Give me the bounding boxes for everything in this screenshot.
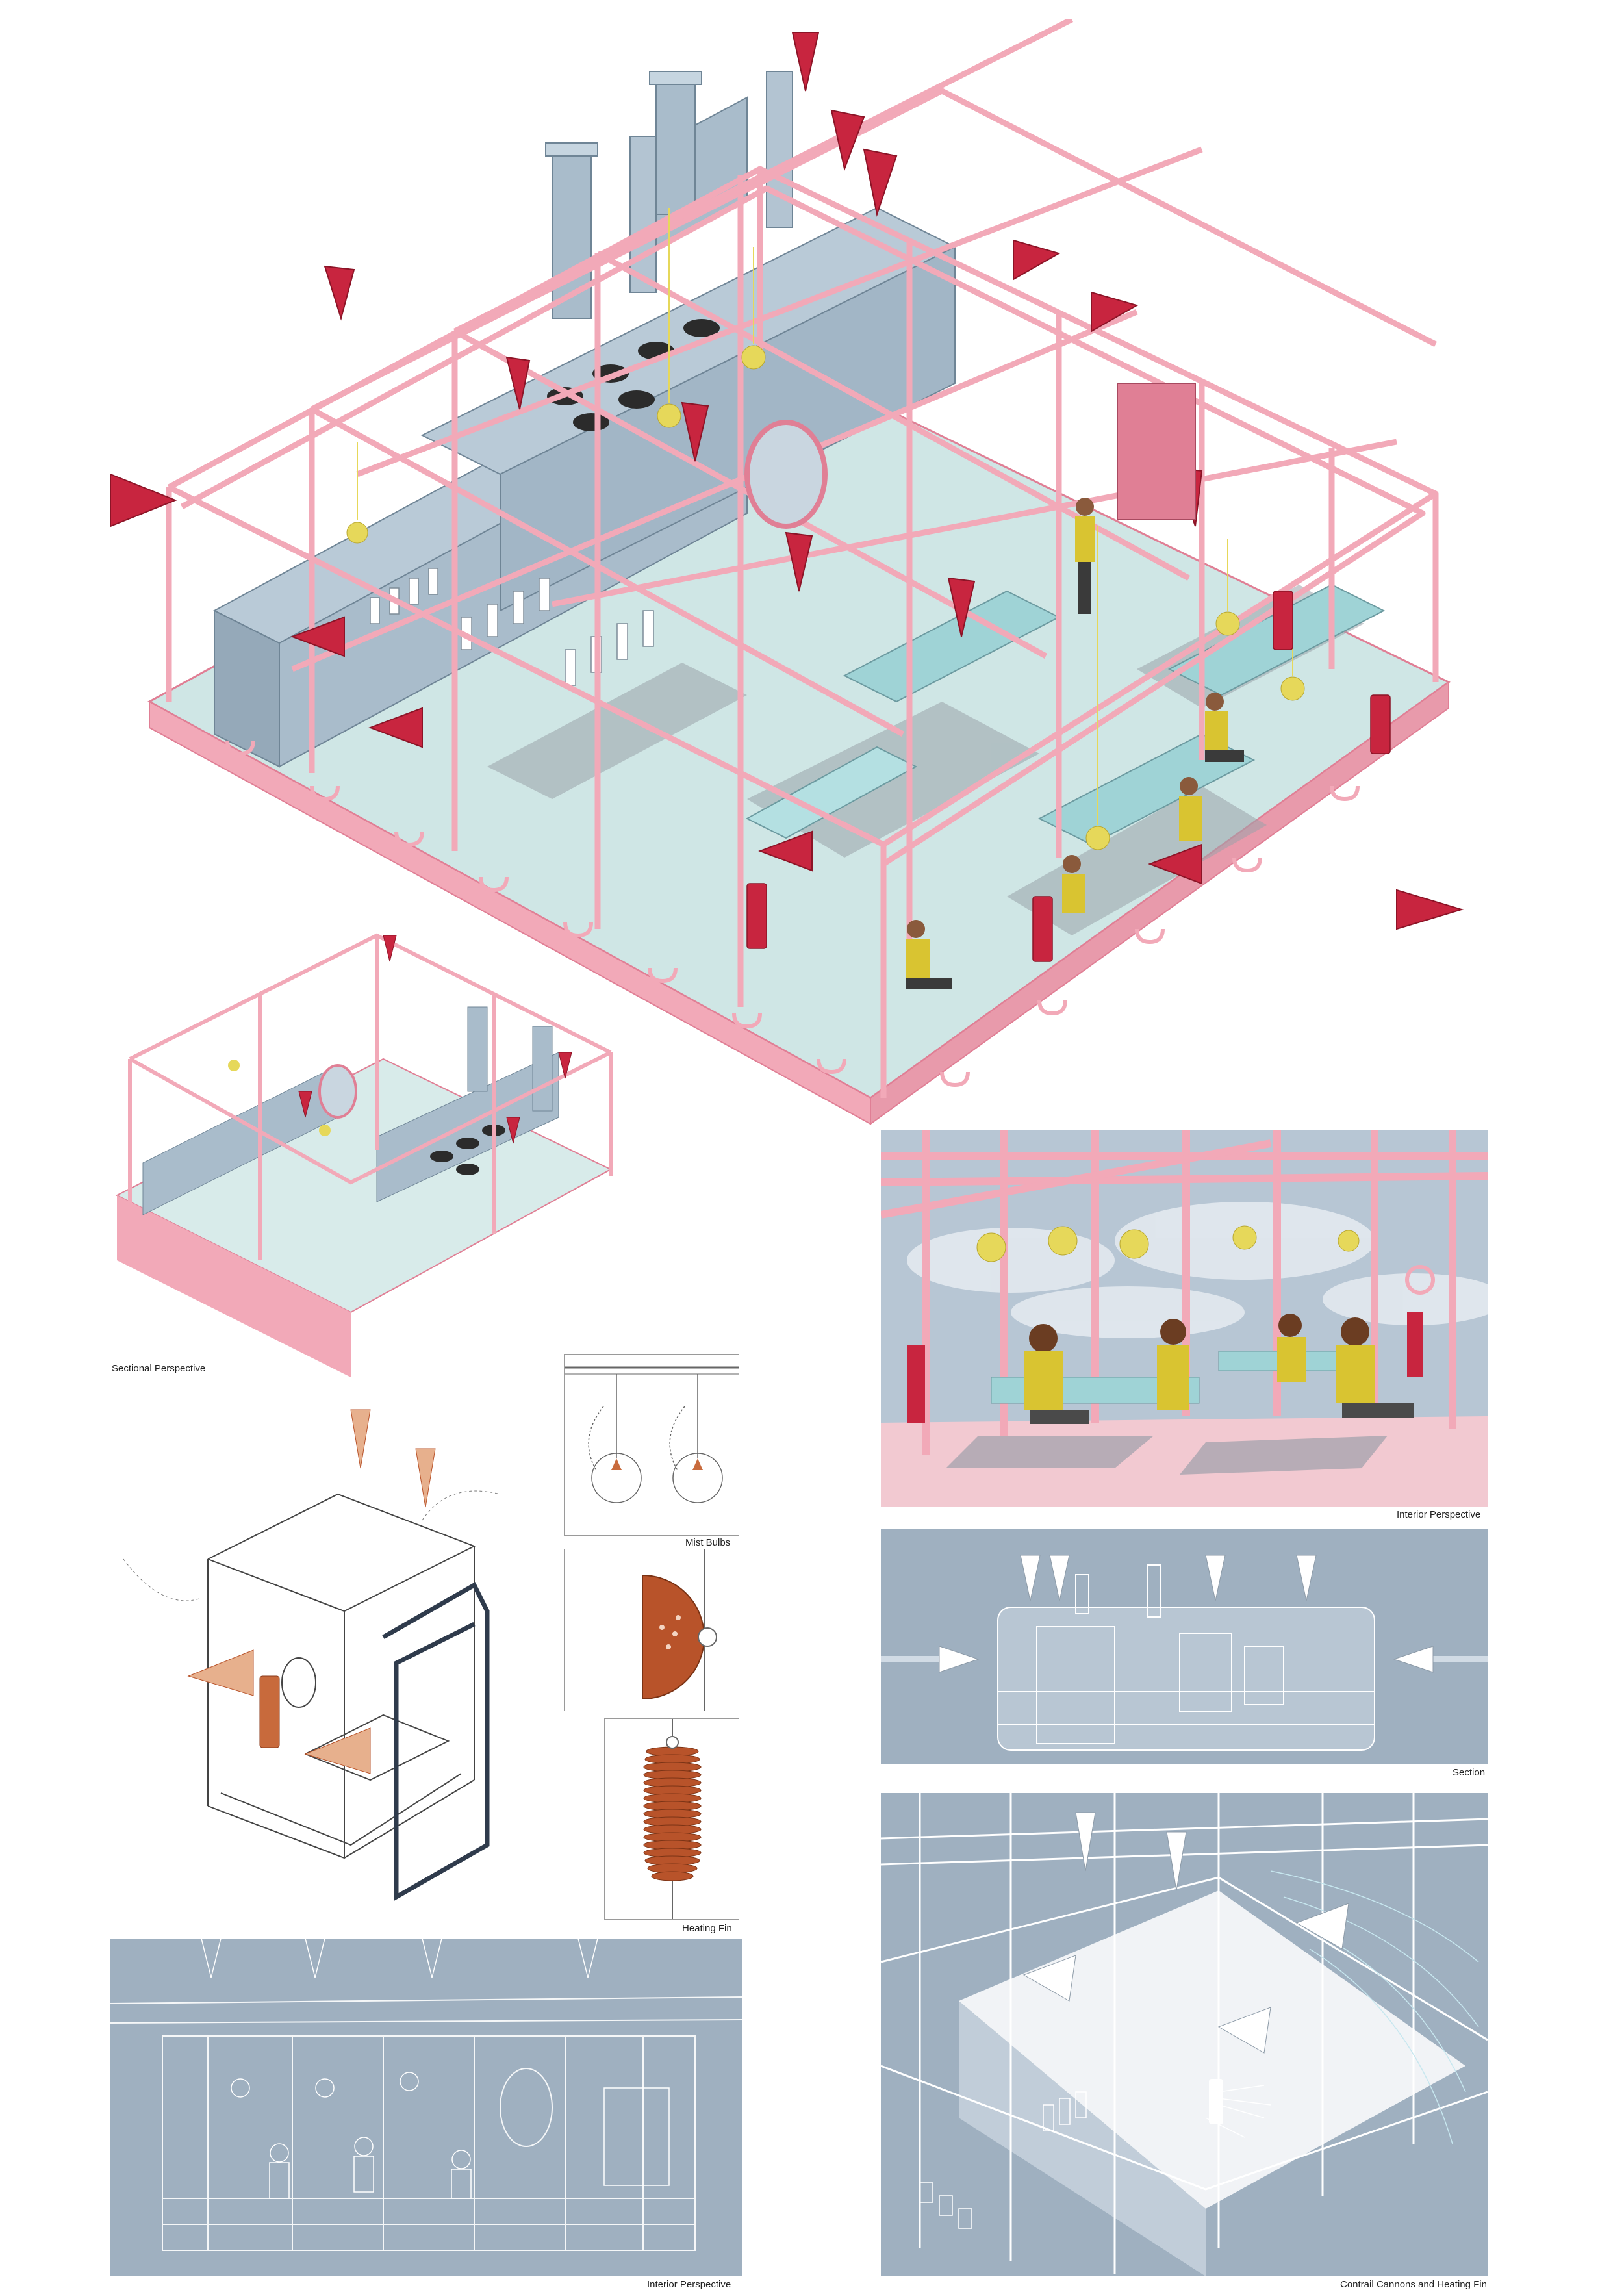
main-axonometric	[97, 19, 1475, 1189]
caption-heating-fin: Heating Fin	[682, 1923, 732, 1934]
pink-screen	[1117, 383, 1196, 520]
clouds	[907, 1202, 1488, 1338]
caption-interior-perspective-sketch: Interior Perspective	[647, 2279, 731, 2290]
chimneys	[545, 71, 702, 319]
heating-fin-disc-detail	[564, 1549, 739, 1711]
person-seated-4	[906, 920, 952, 989]
contrail-cannons-drawing	[881, 1793, 1488, 2276]
caption-interior-perspective-color: Interior Perspective	[1397, 1509, 1481, 1520]
section-drawing	[881, 1529, 1488, 1764]
heating-fins	[746, 591, 1391, 962]
caption-mist-bulbs: Mist Bulbs	[685, 1537, 731, 1548]
main-axonometric-svg	[110, 19, 1464, 1125]
diners	[906, 498, 1244, 989]
person-standing	[1075, 498, 1095, 614]
person-seated-3	[1062, 855, 1085, 913]
interior-perspective-sketch	[110, 1939, 742, 2276]
base-loops	[225, 740, 1360, 1088]
sectional-perspective	[104, 922, 624, 1377]
caption-contrail-cannons: Contrail Cannons and Heating Fin	[1340, 2279, 1487, 2290]
interior-perspective-color-svg	[881, 1130, 1488, 1507]
interior-diners	[1024, 1314, 1414, 1424]
caption-sectional-perspective: Sectional Perspective	[112, 1363, 206, 1374]
round-mirror	[744, 420, 828, 529]
interior-perspective-sketch-svg	[110, 1939, 742, 2251]
contrail-cannons-svg	[881, 1793, 1488, 2276]
person-seated-1	[1205, 693, 1244, 762]
fin-plates	[643, 1746, 702, 1881]
exploded-line-drawing	[110, 1390, 552, 1910]
exploded-line-drawing-svg	[123, 1409, 501, 1902]
person-seated-2	[1179, 777, 1202, 841]
heating-fin-stack-svg	[643, 1719, 702, 1919]
mist-bulbs-svg	[565, 1366, 739, 1503]
heating-fin-disc-svg	[642, 1549, 717, 1711]
interior-perspective-color	[881, 1130, 1488, 1507]
sectional-perspective-svg	[115, 933, 613, 1377]
heating-fin-stack-detail	[604, 1718, 739, 1920]
mist-bulbs-detail	[564, 1354, 739, 1536]
caption-section: Section	[1453, 1767, 1486, 1778]
section-drawing-svg	[881, 1555, 1488, 1751]
